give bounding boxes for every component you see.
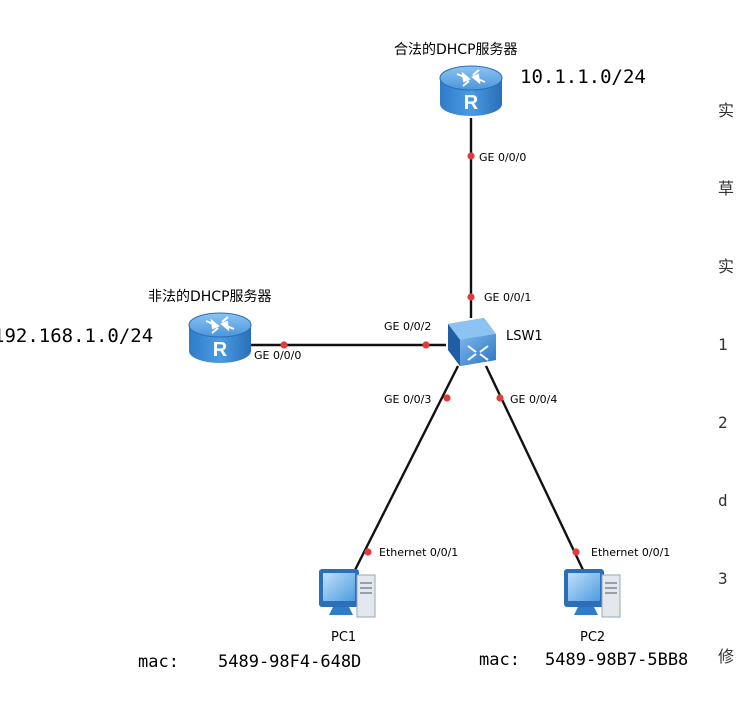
legit-server-subnet: 10.1.1.0/24	[520, 66, 646, 88]
side-note-line: 实	[718, 257, 735, 276]
switch-port-ge004-label: GE 0/0/4	[510, 393, 558, 406]
port-dot-pc2-eth001	[572, 548, 580, 556]
pc2-port-label: Ethernet 0/0/1	[591, 546, 671, 559]
side-note-line: 2	[718, 413, 728, 432]
side-note-line: 修	[718, 647, 735, 666]
pc2-icon[interactable]	[564, 569, 621, 618]
side-note-line: 草	[718, 179, 735, 198]
pc2-mac-label: mac:	[479, 650, 520, 670]
rogue-router-icon[interactable]: R	[188, 312, 252, 363]
pc2-mac-value: 5489-98B7-5BB8	[545, 650, 689, 670]
svg-text:R: R	[464, 92, 479, 114]
links	[250, 118, 586, 573]
side-note-line: d	[718, 491, 728, 510]
pc1-icon[interactable]	[319, 569, 376, 618]
side-note-text: 实 草 实 1 2 d 3 修	[718, 46, 737, 696]
port-dots	[280, 152, 580, 556]
switch-icon[interactable]	[448, 318, 496, 366]
switch-port-ge002-label: GE 0/0/2	[384, 320, 432, 333]
rogue-server-title: 非法的DHCP服务器	[148, 289, 272, 305]
port-dot-switch-ge002	[422, 341, 430, 349]
switch-port-ge003-label: GE 0/0/3	[384, 393, 432, 406]
port-dot-pc1-eth001	[364, 548, 372, 556]
port-dot-rogue-ge000	[280, 341, 288, 349]
side-note-line: 3	[718, 569, 728, 588]
switch-name: LSW1	[506, 329, 543, 344]
legit-server-port-label: GE 0/0/0	[479, 151, 527, 164]
pc1-port-label: Ethernet 0/0/1	[379, 546, 459, 559]
side-note-line: 实	[718, 101, 735, 120]
switch-port-ge001-label: GE 0/0/1	[484, 291, 532, 304]
rogue-server-port-label: GE 0/0/0	[254, 349, 302, 362]
port-dot-legit-ge000	[467, 152, 475, 160]
rogue-server-subnet: 192.168.1.0/24	[0, 325, 154, 347]
side-note-line: 1	[718, 335, 728, 354]
pc1-mac-label: mac:	[138, 652, 179, 672]
pc1-mac-value: 5489-98F4-648D	[218, 652, 362, 672]
pc1-name: PC1	[331, 630, 357, 645]
port-dot-switch-ge003	[443, 394, 451, 402]
port-dot-switch-ge001	[467, 293, 475, 301]
pc2-name: PC2	[580, 630, 606, 645]
link-switch-pc1	[352, 365, 460, 573]
legit-server-title: 合法的DHCP服务器	[394, 42, 518, 58]
port-dot-switch-ge004	[496, 394, 504, 402]
svg-text:R: R	[213, 339, 228, 361]
legit-router-icon[interactable]: R	[439, 65, 503, 116]
